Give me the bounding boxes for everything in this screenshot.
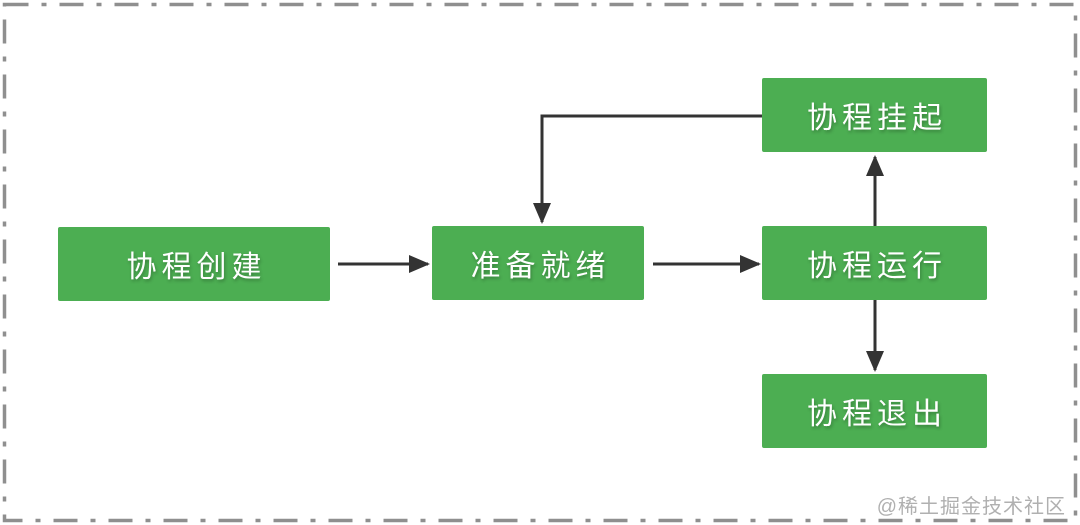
node-coroutine-running: 协程运行 — [762, 226, 987, 300]
node-coroutine-ready: 准备就绪 — [432, 226, 644, 300]
node-coroutine-suspended: 协程挂起 — [762, 78, 987, 152]
node-coroutine-create: 协程创建 — [58, 227, 330, 301]
node-coroutine-exited: 协程退出 — [762, 374, 987, 448]
edge-suspended-to-ready — [533, 114, 762, 224]
watermark: @稀土掘金技术社区 — [876, 496, 1066, 518]
